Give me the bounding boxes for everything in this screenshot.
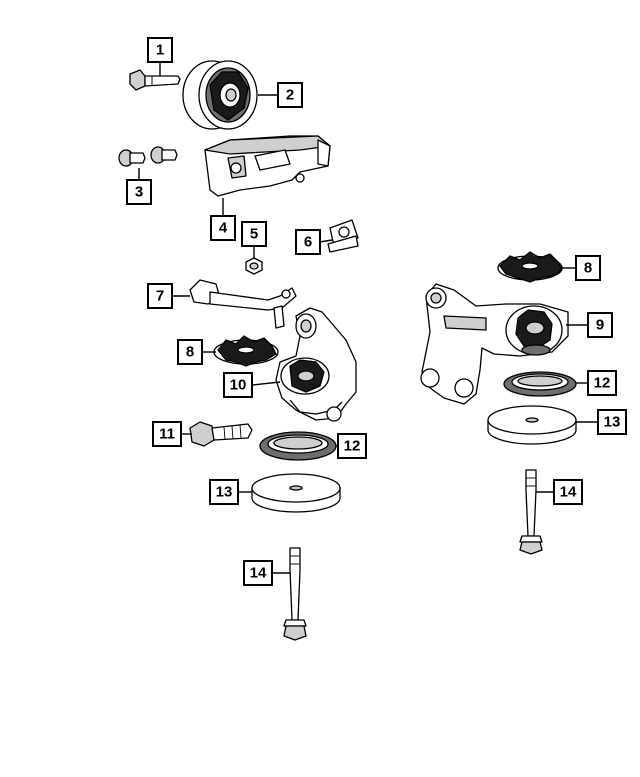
callout-14-right: 14	[553, 479, 583, 505]
callout-5: 5	[241, 221, 267, 247]
svg-text:14: 14	[250, 565, 267, 582]
callout-12-left: 12	[337, 433, 367, 459]
callout-3: 3	[126, 179, 152, 205]
part-7-strap	[189, 279, 297, 329]
callout-11: 11	[152, 421, 182, 447]
svg-text:9: 9	[596, 317, 604, 334]
svg-text:14: 14	[560, 484, 577, 501]
svg-text:6: 6	[304, 234, 312, 251]
svg-text:13: 13	[604, 414, 621, 431]
part-6-clip	[327, 219, 359, 253]
callout-12-right: 12	[587, 370, 617, 396]
part-11-bolt	[189, 421, 253, 447]
svg-text:7: 7	[156, 288, 164, 305]
svg-text:5: 5	[250, 226, 258, 243]
callout-8-right: 8	[575, 255, 601, 281]
svg-text:12: 12	[344, 438, 361, 455]
part-4-bracket	[204, 135, 331, 197]
callout-7: 7	[147, 283, 173, 309]
svg-text:4: 4	[219, 220, 228, 237]
callout-13-right: 13	[597, 409, 627, 435]
callout-9: 9	[587, 312, 613, 338]
part-8-left-washer	[213, 335, 279, 367]
svg-text:2: 2	[286, 87, 294, 104]
part-12-left-ring	[259, 431, 337, 461]
svg-text:10: 10	[230, 377, 247, 394]
part-3-bolts	[118, 146, 178, 167]
part-13-left-disc	[251, 473, 341, 513]
part-8-right-washer	[497, 251, 563, 283]
svg-text:12: 12	[594, 375, 611, 392]
callout-14-left: 14	[243, 560, 273, 586]
leader-lines	[138, 62, 598, 574]
callout-6: 6	[295, 229, 321, 255]
part-14-right-bolt	[519, 469, 543, 555]
svg-text:3: 3	[135, 184, 143, 201]
svg-text:1: 1	[156, 42, 164, 59]
callout-4: 4	[210, 215, 236, 241]
part-10-mount	[275, 307, 357, 422]
part-14-left-bolt	[283, 547, 307, 641]
svg-text:13: 13	[216, 484, 233, 501]
svg-text:8: 8	[186, 344, 194, 361]
part-12-right-ring	[503, 371, 577, 397]
callout-1: 1	[147, 37, 173, 63]
callout-13-left: 13	[209, 479, 239, 505]
part-2-bushing	[182, 60, 258, 130]
callout-2: 2	[277, 82, 303, 108]
callout-8-left: 8	[177, 339, 203, 365]
part-5-nut	[245, 257, 263, 275]
callout-10: 10	[223, 372, 253, 398]
part-9-mount	[420, 283, 569, 405]
part-13-right-disc	[487, 405, 577, 445]
svg-text:8: 8	[584, 260, 592, 277]
part-1-bolt	[129, 69, 181, 91]
svg-text:11: 11	[159, 426, 175, 443]
